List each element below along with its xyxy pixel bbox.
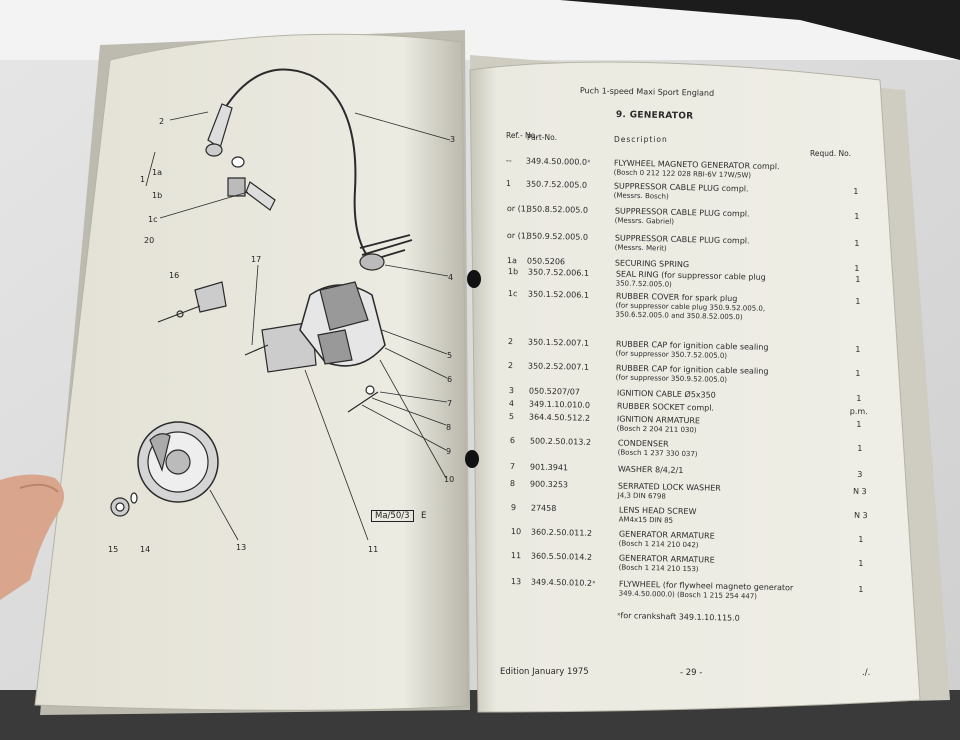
- callout-13: 13: [236, 543, 246, 552]
- parts-number: 500.2.50.013.2: [529, 436, 592, 447]
- callout-1b: 1b: [152, 191, 162, 200]
- callout-1: 1: [140, 175, 145, 184]
- parts-qty: 1: [855, 344, 861, 354]
- parts-description: IGNITION ARMATURE(Bosch 2 204 211 030): [617, 414, 807, 437]
- parts-qty: 1: [855, 368, 861, 378]
- parts-description-main: RUBBER SOCKET compl.: [616, 401, 715, 413]
- diagram-callouts: 2 3 1 1a 1b 1c 20 16 17 4 5 6 7 8 9 10 1…: [108, 117, 455, 554]
- parts-qty: 1: [858, 534, 864, 544]
- parts-qty: 1: [854, 263, 860, 273]
- parts-description-main: SECURING SPRING: [614, 258, 690, 270]
- callout-11: 11: [368, 545, 378, 554]
- parts-number: 349.4.50.000.0ˣ: [525, 156, 591, 167]
- parts-qty: 1: [858, 584, 864, 594]
- parts-number: 901.3941: [529, 462, 569, 473]
- hand: [0, 474, 64, 600]
- parts-qty: 3: [857, 469, 863, 479]
- callout-8: 8: [446, 423, 451, 432]
- parts-description: RUBBER CAP for ignition cable sealing(fo…: [616, 339, 806, 362]
- parts-description: GENERATOR ARMATURE(Bosch 1 214 210 042): [619, 529, 809, 552]
- callout-1a: 1a: [152, 168, 162, 177]
- parts-qty: 1: [858, 558, 864, 568]
- parts-number: 349.1.10.010.0: [528, 399, 591, 410]
- parts-qty: [836, 164, 876, 165]
- parts-qty: p.m.: [849, 406, 868, 417]
- parts-number: 364.4.50.512.2: [528, 412, 591, 423]
- edition: Edition January 1975: [500, 667, 589, 677]
- parts-number: 900.3253: [529, 479, 569, 490]
- parts-description: FLYWHEEL (for flywheel magneto generator…: [619, 579, 809, 602]
- parts-description: CONDENSER(Bosch 1 237 330 037): [618, 438, 808, 461]
- callout-17: 17: [251, 255, 261, 264]
- parts-description: RUBBER COVER for spark plug(for suppress…: [615, 291, 806, 323]
- parts-number: 350.1.52.007.1: [527, 337, 590, 348]
- parts-qty: 1: [854, 238, 860, 248]
- right-page: [469, 61, 921, 713]
- parts-description: RUBBER CAP for ignition cable sealing(fo…: [616, 363, 806, 386]
- col-ref: Ref.- No.: [506, 131, 538, 140]
- diagram-reference-suffix: E: [421, 511, 427, 521]
- parts-description-main: WASHER 8/4,2/1: [617, 464, 684, 475]
- parts-description-detail: (for suppressor cable plug 350.9.52.005.…: [615, 301, 766, 321]
- parts-description: RUBBER SOCKET compl.: [616, 401, 715, 413]
- parts-description-main: IGNITION CABLE Ø5x350: [616, 388, 716, 400]
- parts-number: 350.2.52.007.1: [527, 361, 590, 372]
- parts-qty: 1: [855, 296, 861, 306]
- parts-number: 350.1.52.006.1: [527, 289, 590, 300]
- parts-number: 350.7.52.006.1: [527, 267, 590, 278]
- diagram-reference: Ma/50/3: [371, 510, 414, 522]
- callout-14: 14: [140, 545, 150, 554]
- parts-description: SUPPRESSOR CABLE PLUG compl.(Messrs. Gab…: [615, 206, 805, 229]
- parts-number: 350.8.52.005.0: [526, 204, 589, 215]
- parts-number: 050.5207/07: [528, 386, 581, 397]
- parts-qty: 1: [853, 186, 859, 196]
- callout-6: 6: [447, 375, 452, 384]
- parts-qty: 1: [856, 393, 862, 403]
- parts-description: GENERATOR ARMATURE(Bosch 1 214 210 153): [619, 553, 809, 576]
- parts-number: 27458: [530, 503, 557, 514]
- callout-2: 2: [159, 117, 164, 126]
- callout-9: 9: [446, 447, 451, 456]
- parts-qty: 1: [856, 419, 862, 429]
- parts-description: SECURING SPRING: [614, 258, 690, 270]
- callout-3: 3: [450, 135, 455, 144]
- parts-description: WASHER 8/4,2/1: [617, 464, 684, 475]
- callout-16: 16: [169, 271, 179, 280]
- parts-description: SUPPRESSOR CABLE PLUG compl.(Messrs. Mer…: [615, 233, 805, 256]
- parts-qty: 1: [855, 274, 861, 284]
- parts-qty: N 3: [852, 486, 867, 497]
- binder-rings: [465, 270, 481, 468]
- left-page: [34, 33, 469, 711]
- parts-number: 360.2.50.011.2: [530, 527, 593, 538]
- parts-number: 050.5206: [526, 256, 566, 267]
- callout-7: 7: [447, 399, 452, 408]
- col-qty: Requd. No.: [810, 149, 851, 158]
- callout-5: 5: [447, 351, 452, 360]
- page-number: - 29 -: [680, 668, 703, 678]
- parts-number: 350.7.52.005.0: [525, 179, 588, 190]
- callout-15: 15: [108, 545, 118, 554]
- parts-number: 350.9.52.005.0: [526, 231, 589, 242]
- callout-10: 10: [444, 475, 454, 484]
- parts-qty: N 3: [853, 510, 868, 521]
- parts-description: FLYWHEEL MAGNETO GENERATOR compl.(Bosch …: [614, 158, 804, 181]
- callout-20: 20: [144, 236, 154, 245]
- continued-mark: ./.: [862, 668, 871, 678]
- parts-number: 349.4.50.010.2ˣ: [530, 577, 596, 588]
- col-description: Description: [614, 135, 668, 144]
- parts-number: 360.5.50.014.2: [530, 551, 593, 562]
- generator-exploded-diagram: [110, 68, 451, 541]
- parts-description: SUPPRESSOR CABLE PLUG compl.(Messrs. Bos…: [614, 181, 804, 204]
- parts-qty: 1: [854, 211, 860, 221]
- callout-4: 4: [448, 273, 453, 282]
- col-part: Part-No.: [527, 133, 557, 142]
- callout-1c: 1c: [148, 215, 158, 224]
- parts-qty: 1: [857, 443, 863, 453]
- parts-description: IGNITION CABLE Ø5x350: [616, 388, 716, 400]
